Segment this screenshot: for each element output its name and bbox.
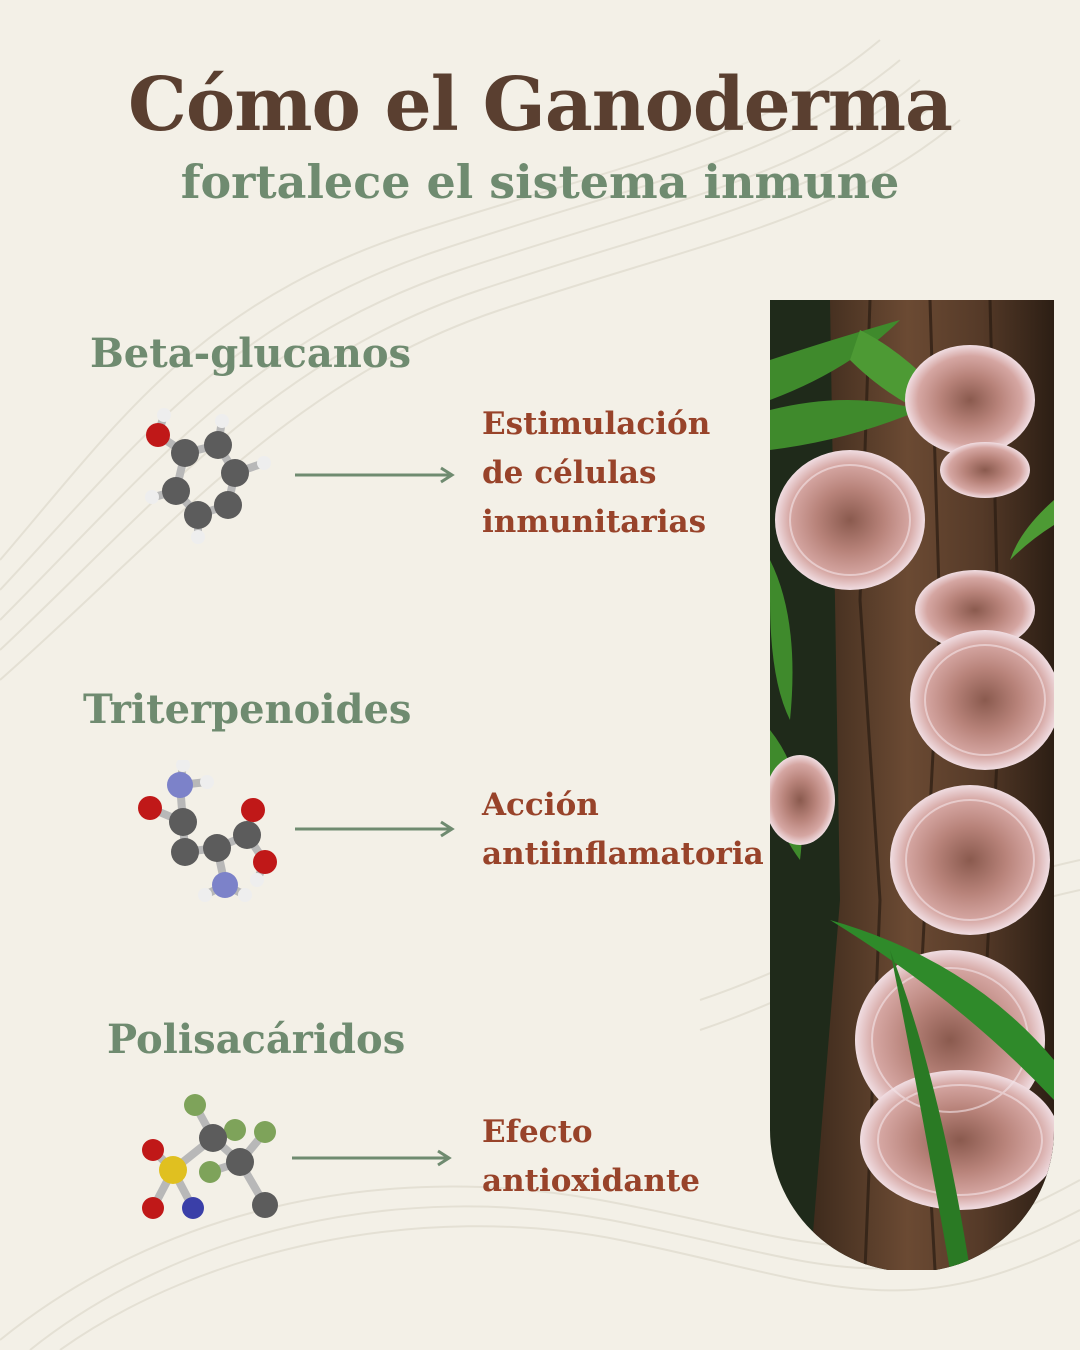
effect-line: Estimulación	[482, 406, 711, 442]
effect-line: antiinflamatoria	[482, 836, 764, 872]
section-title-triterpenoides: Triterpenoides	[83, 686, 412, 733]
effect-line: antioxidante	[482, 1163, 700, 1199]
effect-line: inmunitarias	[482, 504, 707, 540]
sulfonyl-molecule-icon	[142, 1094, 278, 1219]
section-title-polisacaridos: Polisacáridos	[107, 1016, 406, 1063]
effect-text-polisacaridos: Efecto antioxidante	[482, 1108, 782, 1206]
effect-line: Acción	[482, 787, 599, 823]
effect-line: de células	[482, 455, 657, 491]
page-subtitle: fortalece el sistema inmune	[180, 155, 900, 209]
arrow-right-icon	[295, 466, 455, 484]
phenol-molecule-icon	[145, 408, 271, 544]
ganoderma-mushroom-photo	[770, 300, 1054, 1270]
page-title: Cómo el Ganoderma	[128, 62, 953, 148]
arrow-right-icon	[295, 820, 455, 838]
arrow-right-icon	[292, 1149, 452, 1167]
effect-text-beta-glucanos: Estimulación de células inmunitarias	[482, 400, 782, 547]
amino-acid-molecule-icon	[138, 760, 277, 902]
section-title-beta-glucanos: Beta-glucanos	[90, 330, 412, 377]
effect-line: Efecto	[482, 1114, 593, 1150]
effect-text-triterpenoides: Acción antiinflamatoria	[482, 781, 782, 879]
